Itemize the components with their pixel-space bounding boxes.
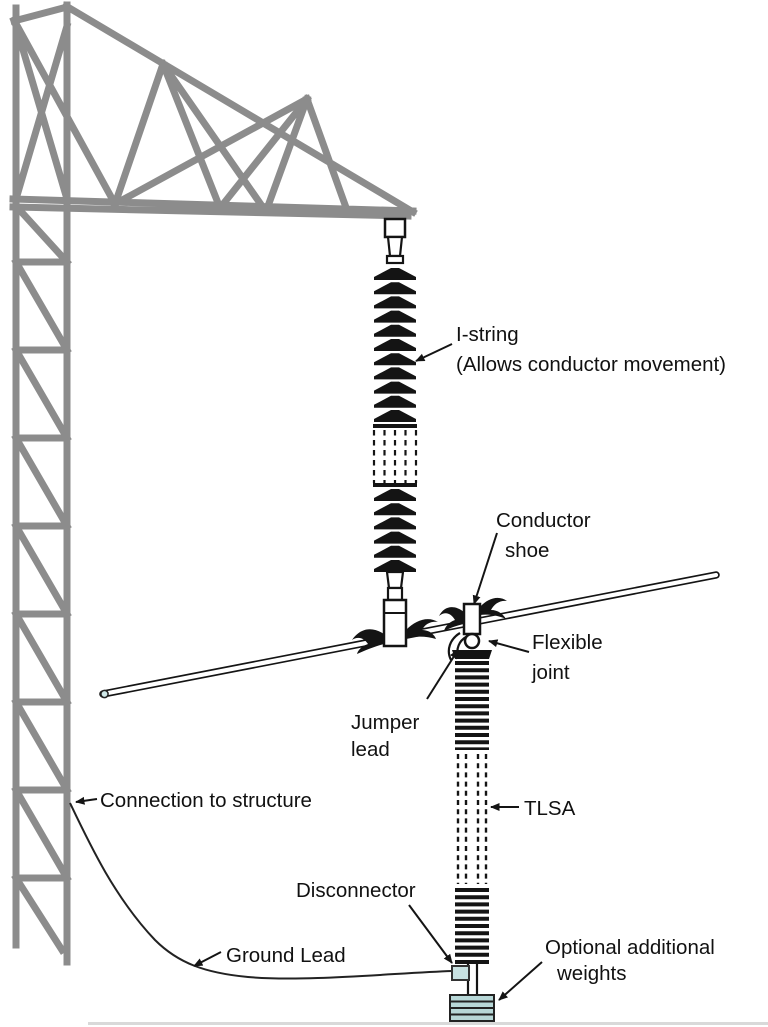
label-conductor-shoe-line1: Conductor <box>496 509 591 532</box>
tower-arm <box>9 1 418 220</box>
label-optional-weights-line2: weights <box>556 962 627 985</box>
ground-edge-line <box>88 1022 768 1025</box>
leader-i-string <box>415 343 453 362</box>
leader-weights <box>498 961 543 1001</box>
i-string-insulator <box>352 217 438 654</box>
leader-jumper-lead <box>426 649 459 700</box>
weight-stack <box>449 994 495 1022</box>
leader-flexible-joint <box>488 639 530 653</box>
conductor-shoe <box>462 602 482 636</box>
label-ground-lead: Ground Lead <box>226 944 346 967</box>
label-jumper-lead-line1: Jumper <box>351 711 420 734</box>
label-connection-to-structure: Connection to structure <box>100 789 312 812</box>
suspension-clamp <box>352 619 438 654</box>
insulator-discs-lower <box>374 489 416 572</box>
disconnector <box>451 965 470 981</box>
conductor-end-cap <box>100 689 109 699</box>
leader-conductor-shoe <box>472 532 498 605</box>
tlsa-break-dashes <box>456 754 488 884</box>
leader-disconnector <box>408 904 453 964</box>
leader-connection <box>75 796 98 805</box>
labels: I-string (Allows conductor movement) Con… <box>100 323 726 985</box>
label-i-string-line1: I-string <box>456 323 519 346</box>
leader-ground-lead <box>193 951 222 967</box>
insulator-discs-upper <box>374 268 416 422</box>
label-flexible-joint-line1: Flexible <box>532 631 603 654</box>
conductor-shoe-wings <box>439 597 507 631</box>
tower-body <box>9 1 72 966</box>
lattice-tower <box>9 1 418 966</box>
label-tlsa: TLSA <box>524 797 576 820</box>
tlsa-arrester <box>439 597 507 1022</box>
label-i-string-line2: (Allows conductor movement) <box>456 353 726 376</box>
insulator-break-dashes <box>372 430 418 483</box>
label-flexible-joint-line2: joint <box>531 661 570 684</box>
label-optional-weights-line1: Optional additional <box>545 936 715 959</box>
insulator-bottom-fitting <box>382 598 408 648</box>
flexible-joint <box>463 632 481 650</box>
ground-lead-wire <box>69 802 453 980</box>
label-conductor-shoe-line2: shoe <box>505 539 549 562</box>
label-disconnector: Disconnector <box>296 879 416 902</box>
label-jumper-lead-line2: lead <box>351 738 390 761</box>
leader-arrows <box>75 343 543 1001</box>
